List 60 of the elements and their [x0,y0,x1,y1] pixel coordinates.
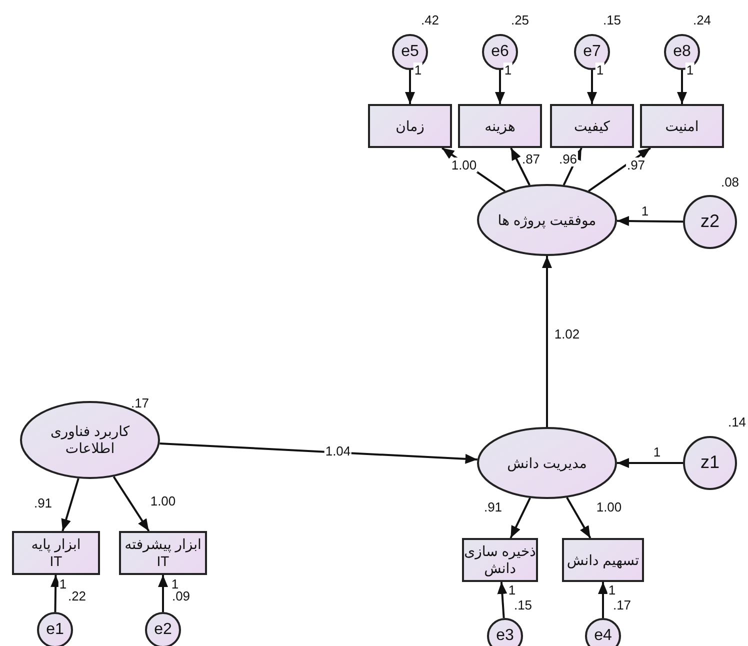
edge-label: 1 [413,62,423,78]
edge-label: .91 [482,500,504,514]
variance-label: .25 [510,12,530,28]
edge-label: .91 [32,496,54,510]
edge-label: 1 [170,576,180,592]
edge-label: 1 [58,576,68,592]
variance-label: .22 [66,588,88,604]
edge-label: 1 [652,444,662,460]
variable-circle: z2 [683,195,737,249]
arrow [495,70,505,104]
arrow [510,148,530,186]
edge-label: 1 [685,62,695,78]
observed-box: ابزار پیشرفته IT [119,531,207,575]
variance-label: .15 [602,12,622,28]
edge-label: 1 [507,582,517,598]
arrow [497,582,508,618]
observed-box: زمان [368,104,452,148]
arrow [158,575,168,612]
edge-label: 1 [503,62,513,78]
variable-circle: z1 [683,436,737,490]
arrow [61,478,80,532]
observed-box: هزینه [458,104,542,148]
observed-box: ابزار پایه IT [12,531,100,575]
edge-label: .96 [558,152,578,166]
latent-ellipse: مدیریت دانش [477,427,617,499]
arrow [617,458,683,468]
variance-label: .17 [612,598,632,612]
arrow [510,498,531,538]
observed-box: امنیت [640,104,724,148]
edge-label: 1 [640,204,650,218]
edge-label: 1.00 [149,494,177,508]
edge-label: 1.00 [595,500,623,514]
observed-box: کیفیت [550,104,634,148]
variance-label: .15 [512,598,534,612]
arrow [112,476,150,532]
arrow [616,216,684,226]
observed-box: تسهیم دانش [562,538,644,582]
variance-label: .08 [720,174,740,190]
edge-label: .87 [520,152,542,166]
arrow [677,70,687,104]
arrow [587,70,597,104]
variance-label: .17 [130,396,150,410]
edge-label: 1 [607,582,617,598]
edge-label: 1.04 [324,444,352,458]
edge-label: 1.02 [553,326,581,342]
variance-label: .42 [420,12,440,28]
observed-box: ذخیره سازی دانش [462,538,538,582]
edge-label: 1.00 [450,158,478,172]
variance-label: .14 [726,414,748,430]
variance-label: .24 [692,12,712,28]
arrow [160,442,478,464]
arrow [542,256,552,427]
arrow [566,497,592,538]
edge-label: .97 [626,158,646,172]
arrow [588,147,651,192]
arrow [598,582,608,618]
arrow [405,70,415,104]
latent-ellipse: موفقیت پروژه ها [477,184,617,256]
edge-label: 1 [595,62,605,78]
variance-label: .09 [170,588,192,604]
